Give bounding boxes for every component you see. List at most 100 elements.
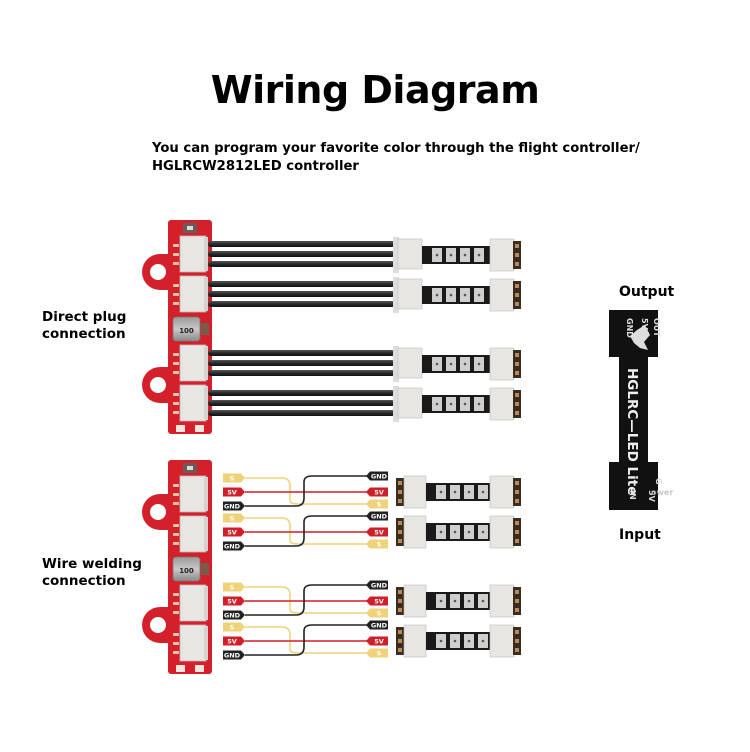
output-pad [515,393,519,397]
wire-tag-shape [366,620,388,630]
led-die [481,599,485,603]
wire-tag-label: GND [224,502,241,510]
output-pad [515,639,519,643]
pin-pad [173,593,179,596]
black-cable [208,291,395,297]
led-die [435,402,439,406]
tag-gnd-right: GND [366,620,388,630]
output-pad [515,530,519,534]
output-pad [515,284,519,288]
wire-tag-label: 5V [374,597,384,605]
output-label: Output [619,284,675,300]
led-strip-direct [393,386,521,422]
solder-pad [398,499,402,503]
tag-5v-left: 5V [223,596,245,606]
output-pad [515,262,519,266]
output-pad [515,521,519,525]
solder-pad [398,648,402,652]
small-connector [176,425,185,432]
output-pad [515,244,519,248]
wire-tag-label: S [377,649,382,657]
lite-pin-label-top: GND [625,318,634,338]
connector-edge [204,626,208,660]
jst-connector [179,384,207,422]
output-pad [515,648,519,652]
wire-tag-label: S [230,474,235,482]
output-pad [515,411,519,415]
led-strip-welding [396,475,521,509]
wire-tag-shape [366,596,388,606]
tag-signal-right: S [366,648,388,658]
pin-pad [173,362,179,365]
led-strip-welding [396,624,521,658]
output-pad [515,490,519,494]
tag-gnd-left: GND [223,610,245,620]
led-die [449,293,453,297]
output-pad [515,599,519,603]
wire-tag-label: S [230,583,235,591]
plug-housing-lip [393,277,399,313]
output-pad [515,253,519,257]
wire-tag-label: S [230,514,235,522]
led-die [463,402,467,406]
output-pad [515,608,519,612]
output-connector [489,624,515,658]
tag-gnd-left: GND [223,650,245,660]
output-connector [489,347,515,381]
led-strip-direct [393,237,521,273]
pin-pad [173,533,179,536]
led-die [477,293,481,297]
pin-pad [173,633,179,636]
led-die [467,490,471,494]
wire-tag-shape [223,541,245,551]
led-die [481,490,485,494]
signal-wire [245,626,368,654]
pin-pad [173,393,179,396]
pin-pad [173,293,179,296]
plug-housing [397,347,423,379]
wire-tag-label: S [377,609,382,617]
wire-tag-shape [223,487,245,497]
led-strip-welding [396,584,521,618]
wire-tag-label: GND [224,651,241,659]
led-die [467,530,471,534]
connector-housing [403,475,427,509]
inductor-label: 100 [179,567,194,575]
wire-tag-shape [223,596,245,606]
signal-wire [245,477,368,505]
pin-pad [173,244,179,247]
pin-pad [173,651,179,654]
wire-tag-shape [223,622,245,632]
jst-connector [179,235,207,273]
pin-pad [173,302,179,305]
wire-tag-label: 5V [227,488,237,496]
tag-gnd-right: GND [366,471,388,481]
pin-pad [173,411,179,414]
wire-tag-label: 5V [227,597,237,605]
jst-connector [179,515,207,553]
led-die [449,362,453,366]
plug-housing-lip [393,386,399,422]
wire-tag-shape [223,473,245,483]
subtitle-line-2: HGLRCW2812LED controller [152,159,359,174]
wire-tag-shape [366,471,388,481]
led-die [435,362,439,366]
led-die [439,599,443,603]
tag-5v-left: 5V [223,487,245,497]
output-connector [489,584,515,618]
jst-connector [179,344,207,382]
led-die [449,402,453,406]
pin-pad [173,353,179,356]
plug-housing [397,278,423,310]
pin-pad [173,371,179,374]
black-cable [208,241,395,247]
pin-pad [173,524,179,527]
small-connector [176,665,185,672]
wire-welding-label-line1: Wire welding [42,556,142,572]
mounting-hole [150,264,166,280]
solder-pad [398,630,402,634]
led-strip-direct [393,277,521,313]
solder-pad [398,590,402,594]
connector-housing [403,624,427,658]
